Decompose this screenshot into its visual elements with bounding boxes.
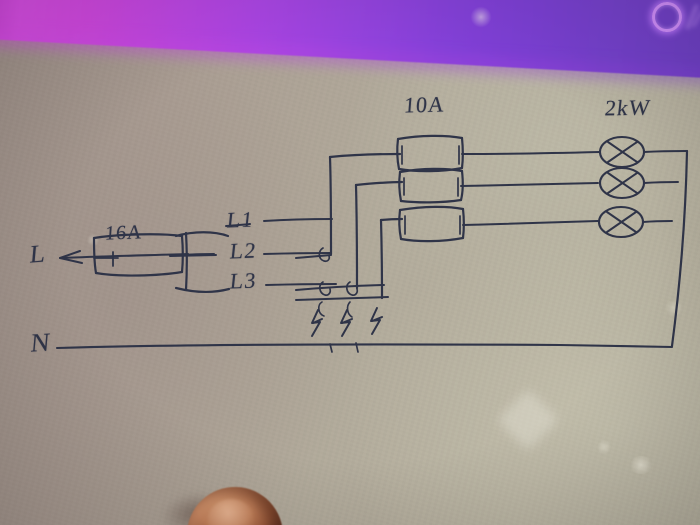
- label-lamp-rating: 2kW: [603, 94, 653, 121]
- label-supply-L: L: [28, 240, 48, 269]
- thumb-nail: [206, 497, 256, 525]
- label-phase-L3: L3: [228, 267, 258, 294]
- label-phase-L1: L1: [225, 206, 255, 233]
- label-branch-breaker: 10A: [403, 91, 446, 118]
- label-phase-L2: L2: [228, 237, 258, 264]
- label-main-breaker: 16A: [104, 221, 144, 245]
- label-neutral-N: N: [29, 327, 53, 358]
